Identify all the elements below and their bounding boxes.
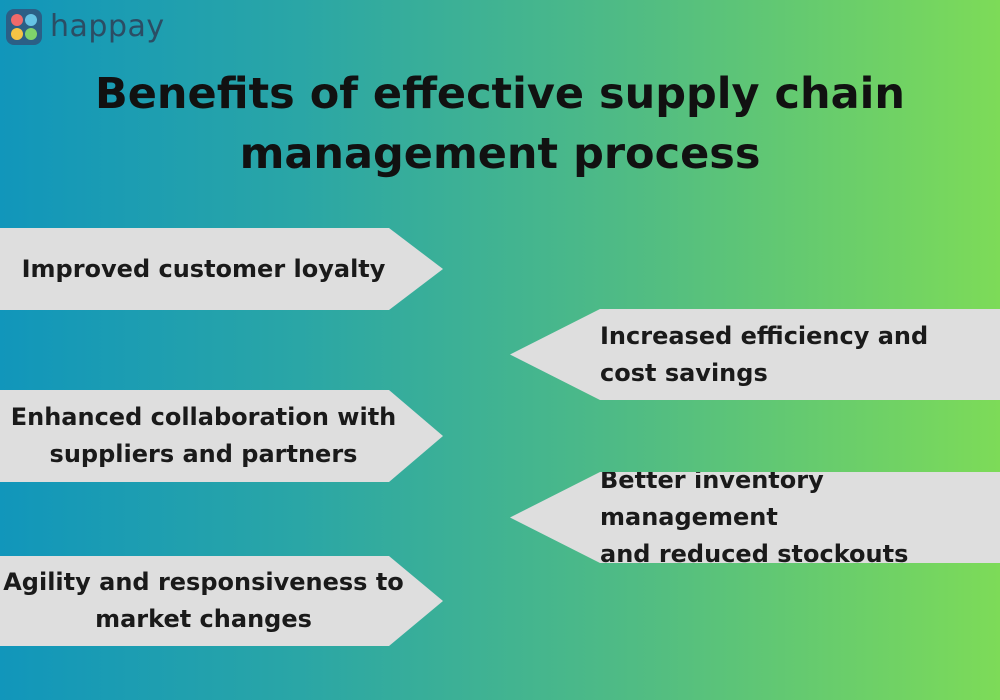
benefit-line: market changes — [95, 605, 312, 633]
title-line-2: management process — [239, 129, 761, 179]
benefit-line: Agility and responsiveness to — [3, 568, 404, 596]
happay-logo-icon — [6, 9, 42, 45]
brand-name: happay — [50, 9, 165, 44]
title-line-1: Benefits of effective supply chain — [94, 69, 905, 119]
benefit-arrow-inventory: Better inventory management and reduced … — [510, 472, 1000, 563]
benefit-line: and reduced stockouts — [600, 540, 909, 568]
benefit-arrow-customer-loyalty: Improved customer loyalty — [0, 228, 443, 310]
benefit-arrow-agility: Agility and responsiveness to market cha… — [0, 556, 443, 646]
benefit-text: Enhanced collaboration with suppliers an… — [11, 399, 397, 473]
benefit-arrow-collaboration: Enhanced collaboration with suppliers an… — [0, 390, 443, 482]
benefit-line: Improved customer loyalty — [21, 254, 386, 283]
benefit-line: suppliers and partners — [49, 440, 358, 468]
benefit-line: cost savings — [600, 358, 768, 387]
page-title: Benefits of effective supply chain manag… — [0, 64, 1000, 184]
benefit-text: Improved customer loyalty — [22, 251, 386, 288]
benefit-text: Agility and responsiveness to market cha… — [3, 564, 404, 638]
benefit-arrow-efficiency: Increased efficiency and cost savings — [510, 309, 1000, 400]
benefit-text: Increased efficiency and cost savings — [600, 318, 928, 392]
benefit-line: Better inventory management — [600, 466, 824, 531]
benefit-line: Increased efficiency and — [600, 321, 929, 350]
benefit-line: Enhanced collaboration with — [10, 403, 397, 431]
benefit-text: Better inventory management and reduced … — [600, 466, 1000, 568]
brand-logo: happay — [6, 9, 165, 45]
